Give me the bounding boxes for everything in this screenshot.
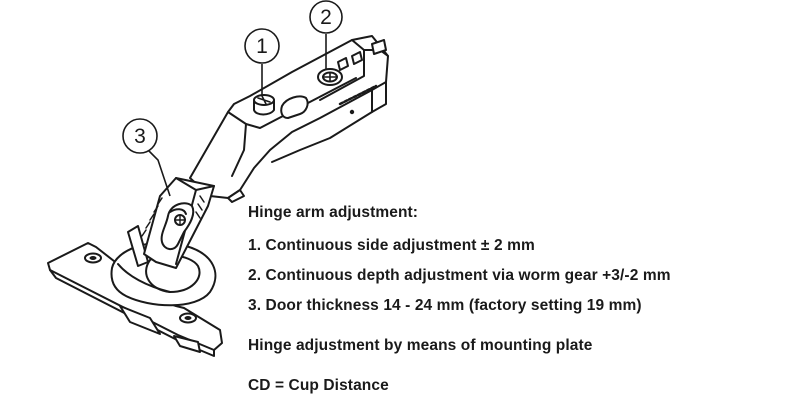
callout-circle-3 bbox=[122, 118, 158, 154]
cup-distance-note: CD = Cup Distance bbox=[248, 377, 389, 394]
adjustment-description: Hinge arm adjustment: 1. Continuous side… bbox=[248, 0, 800, 400]
adjustment-heading: Hinge arm adjustment: bbox=[248, 204, 419, 221]
callout-3: 3 bbox=[134, 125, 146, 148]
callout-circle-1 bbox=[244, 28, 280, 64]
door-thickness-adjuster bbox=[141, 177, 215, 269]
callout-1: 1 bbox=[256, 35, 268, 58]
hinge-cup bbox=[110, 225, 217, 307]
adjustment-item-3: 3. Door thickness 14 - 24 mm (factory se… bbox=[248, 297, 642, 314]
adjustment-item-1: 1. Continuous side adjustment ± 2 mm bbox=[248, 237, 535, 254]
callout-leader-3 bbox=[147, 149, 171, 197]
mounting-plate-note: Hinge adjustment by means of mounting pl… bbox=[248, 337, 593, 354]
arm-slot bbox=[280, 95, 309, 119]
side-adjustment-screw bbox=[253, 94, 275, 116]
callout-circle-2 bbox=[309, 0, 343, 34]
callout-2: 2 bbox=[320, 6, 332, 29]
depth-adjustment-screw bbox=[317, 68, 343, 86]
adjustment-item-2: 2. Continuous depth adjustment via worm … bbox=[248, 267, 671, 284]
